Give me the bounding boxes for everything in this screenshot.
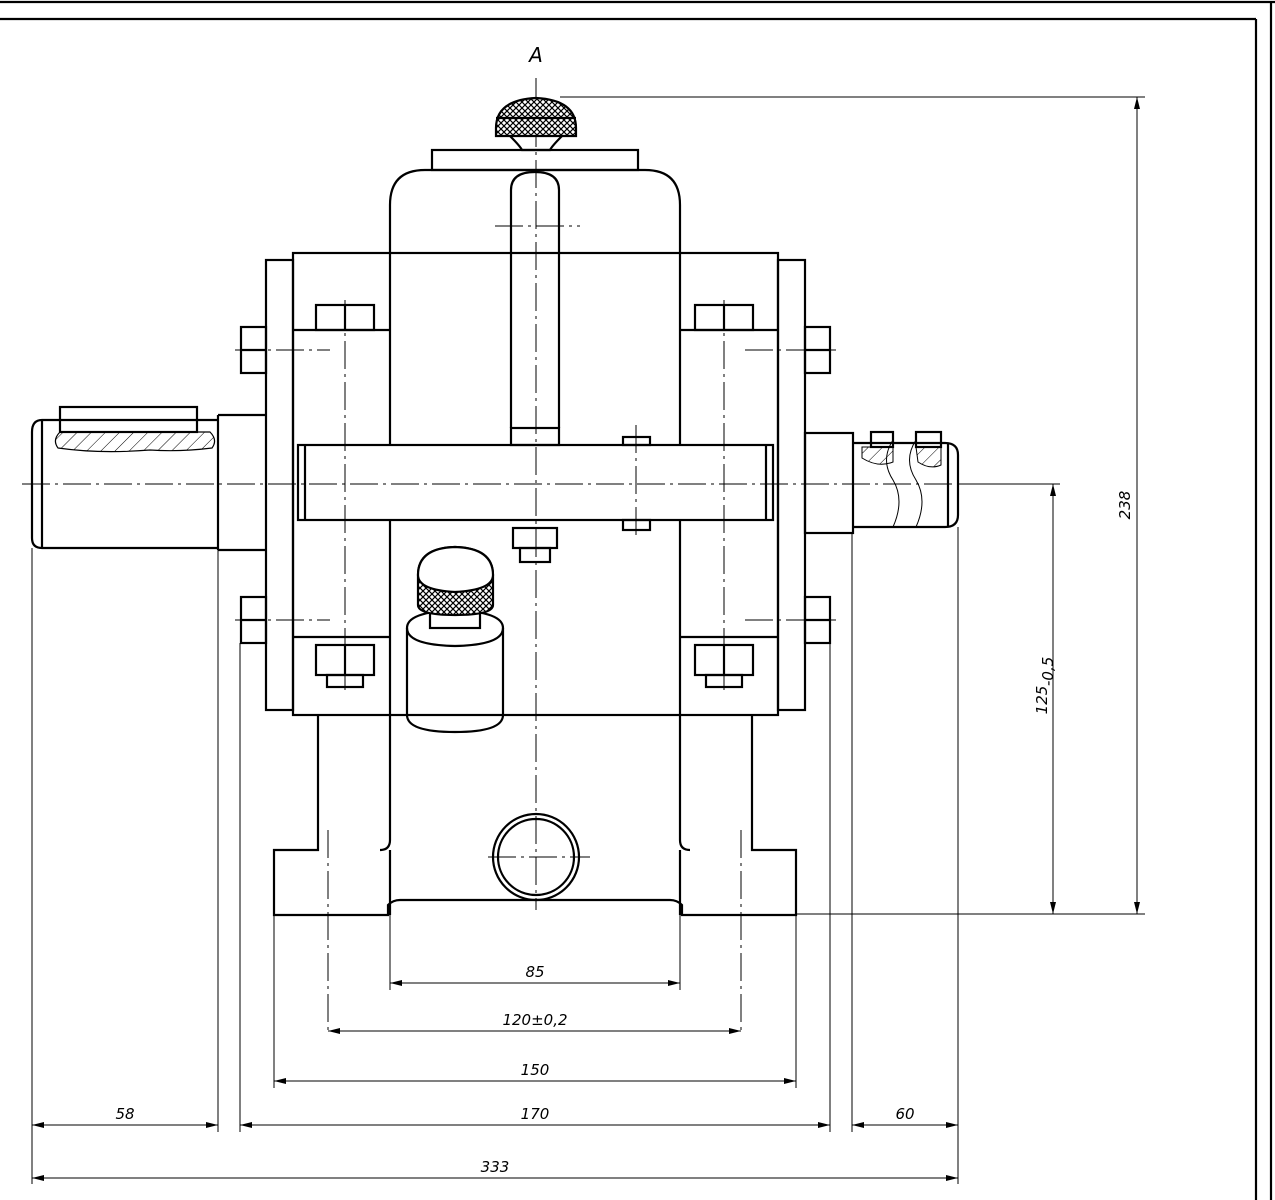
dim-58: 58 [115, 1105, 134, 1123]
dimension-labels: 85 120±0,2 150 58 170 60 333 238 125 -0,… [115, 491, 1134, 1176]
dim-60: 60 [895, 1105, 914, 1123]
dim-170: 170 [521, 1105, 550, 1123]
dim-125-value: 125 [1033, 686, 1051, 715]
side-knob [405, 545, 505, 734]
upper-bolts [235, 300, 836, 690]
dim-125: 125 -0,5 [1033, 657, 1057, 715]
round-boss [488, 812, 590, 902]
centre-lines [22, 78, 1055, 910]
dim-125-tolerance: -0,5 [1039, 657, 1057, 686]
dim-238: 238 [1116, 491, 1134, 520]
right-shaft [803, 430, 960, 535]
dim-150: 150 [521, 1061, 550, 1079]
slot [495, 170, 580, 447]
view-label: A [527, 43, 543, 67]
dimension-lines [31, 96, 1145, 1184]
housing [264, 148, 807, 1035]
dim-333: 333 [481, 1158, 510, 1176]
top-knob [494, 96, 578, 152]
left-shaft [30, 405, 266, 552]
lower-bolts [235, 595, 836, 689]
dim-85: 85 [525, 963, 544, 981]
centre-nut [511, 425, 652, 564]
dim-120: 120±0,2 [502, 1011, 567, 1029]
